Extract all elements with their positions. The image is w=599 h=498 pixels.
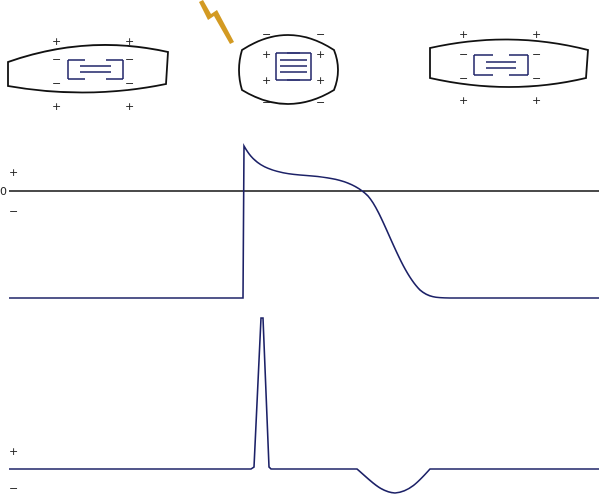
plus-label: +	[9, 445, 18, 458]
inner-sign: −	[459, 72, 468, 85]
plus-label: +	[9, 166, 18, 179]
sarcomere-resting-icon	[67, 59, 124, 80]
ecg-panel: + −	[9, 317, 599, 495]
cell-repolarized: + + + + − − − −	[429, 28, 589, 107]
inner-sign: −	[459, 48, 468, 61]
inner-sign: −	[52, 53, 61, 66]
inner-sign: −	[532, 48, 541, 61]
inner-sign: +	[262, 48, 271, 61]
inner-sign: +	[316, 48, 325, 61]
outer-sign: −	[262, 28, 271, 41]
cell-resting: + + + + − − − −	[7, 35, 169, 113]
outer-sign: +	[52, 100, 61, 113]
outer-sign: +	[459, 94, 468, 107]
ecg-trace	[9, 317, 599, 494]
inner-sign: +	[316, 74, 325, 87]
inner-sign: −	[52, 77, 61, 90]
inner-sign: +	[262, 74, 271, 87]
outer-sign: +	[52, 35, 61, 48]
zero-label: 0	[0, 185, 7, 198]
outer-sign: +	[532, 94, 541, 107]
outer-sign: +	[125, 35, 134, 48]
inner-sign: −	[532, 72, 541, 85]
cell-depolarized: − − − − + + + +	[238, 28, 339, 109]
outer-sign: −	[316, 96, 325, 109]
sarcomere-contracted-icon	[275, 52, 312, 81]
outer-sign: +	[125, 100, 134, 113]
lightning-bolt-icon	[199, 0, 234, 44]
inner-sign: −	[125, 77, 134, 90]
outer-sign: +	[532, 28, 541, 41]
outer-sign: +	[459, 28, 468, 41]
inner-sign: −	[125, 53, 134, 66]
sarcomere-relaxed-icon	[473, 54, 529, 76]
action-potential-panel: 0 + −	[0, 143, 599, 299]
outer-sign: −	[316, 28, 325, 41]
cell-membrane	[429, 38, 589, 88]
minus-label: −	[9, 205, 18, 218]
cell-membrane	[7, 44, 169, 94]
outer-sign: −	[262, 96, 271, 109]
action-potential-trace	[9, 143, 599, 299]
cell-membrane	[238, 34, 339, 105]
minus-label: −	[9, 482, 18, 495]
